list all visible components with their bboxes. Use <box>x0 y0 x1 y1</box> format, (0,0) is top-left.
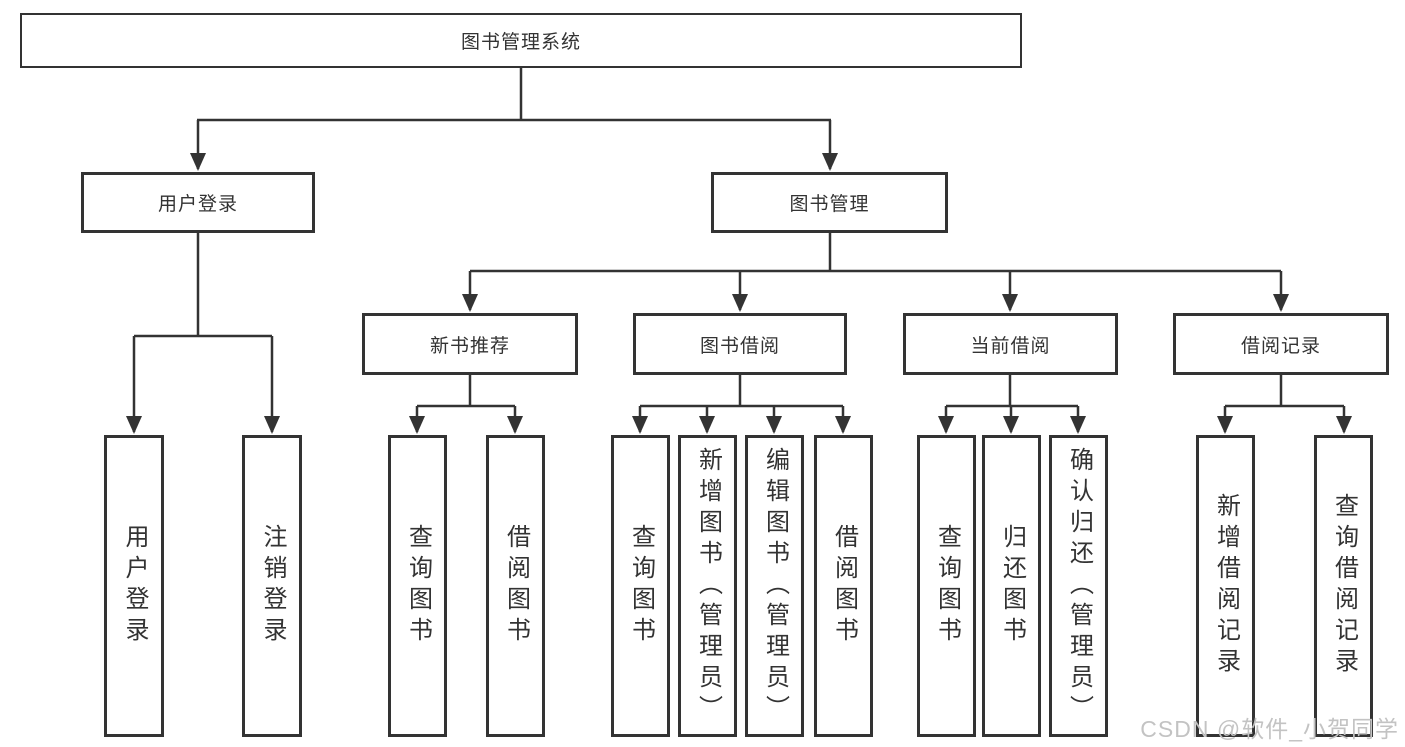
node-label: 图书管理 <box>789 194 870 215</box>
leaf-query-books-recommend: 查询图书 <box>388 435 447 737</box>
leaf-add-books-admin: 新增图书（管理员） <box>678 435 737 737</box>
node-book-management: 图书管理 <box>711 172 948 233</box>
node-new-book-recommend: 新书推荐 <box>362 313 578 375</box>
node-label: 编辑图书（管理员） <box>761 446 789 726</box>
node-label: 借阅记录 <box>1240 335 1321 357</box>
node-label: 查询图书 <box>933 524 961 648</box>
node-label: 借阅图书 <box>830 524 858 648</box>
node-label: 确认归还（管理员） <box>1065 446 1093 726</box>
leaf-borrow-books: 借阅图书 <box>814 435 873 737</box>
leaf-borrow-books-recommend: 借阅图书 <box>486 435 545 737</box>
leaf-query-books-current: 查询图书 <box>917 435 976 737</box>
node-label: 新增图书（管理员） <box>694 446 722 726</box>
node-current-borrow: 当前借阅 <box>903 313 1118 375</box>
node-label: 新增借阅记录 <box>1212 493 1240 679</box>
node-label: 注销登录 <box>259 524 286 648</box>
leaf-edit-books-admin: 编辑图书（管理员） <box>745 435 804 737</box>
node-label: 用户登录 <box>157 194 238 215</box>
leaf-logout: 注销登录 <box>242 435 302 737</box>
node-label: 图书管理系统 <box>460 32 581 53</box>
csdn-watermark: CSDN @软件_小贺同学 <box>1140 716 1399 742</box>
node-book-borrow: 图书借阅 <box>633 313 847 375</box>
leaf-user-login: 用户登录 <box>104 435 164 737</box>
node-library-management-system: 图书管理系统 <box>20 13 1022 68</box>
leaf-return-books: 归还图书 <box>982 435 1041 737</box>
leaf-query-books-borrow: 查询图书 <box>611 435 670 737</box>
node-user-login: 用户登录 <box>81 172 315 233</box>
node-label: 用户登录 <box>121 524 148 648</box>
node-label: 查询图书 <box>404 524 432 648</box>
node-label: 查询图书 <box>627 524 655 648</box>
node-label: 新书推荐 <box>429 335 510 357</box>
node-label: 归还图书 <box>998 524 1026 648</box>
node-label: 图书借阅 <box>699 335 780 357</box>
leaf-add-borrow-record: 新增借阅记录 <box>1196 435 1255 737</box>
node-label: 查询借阅记录 <box>1330 493 1358 679</box>
node-label: 借阅图书 <box>502 524 530 648</box>
leaf-confirm-return-admin: 确认归还（管理员） <box>1049 435 1108 737</box>
node-label: 当前借阅 <box>970 335 1051 357</box>
leaf-query-borrow-record: 查询借阅记录 <box>1314 435 1373 737</box>
node-borrow-record: 借阅记录 <box>1173 313 1389 375</box>
